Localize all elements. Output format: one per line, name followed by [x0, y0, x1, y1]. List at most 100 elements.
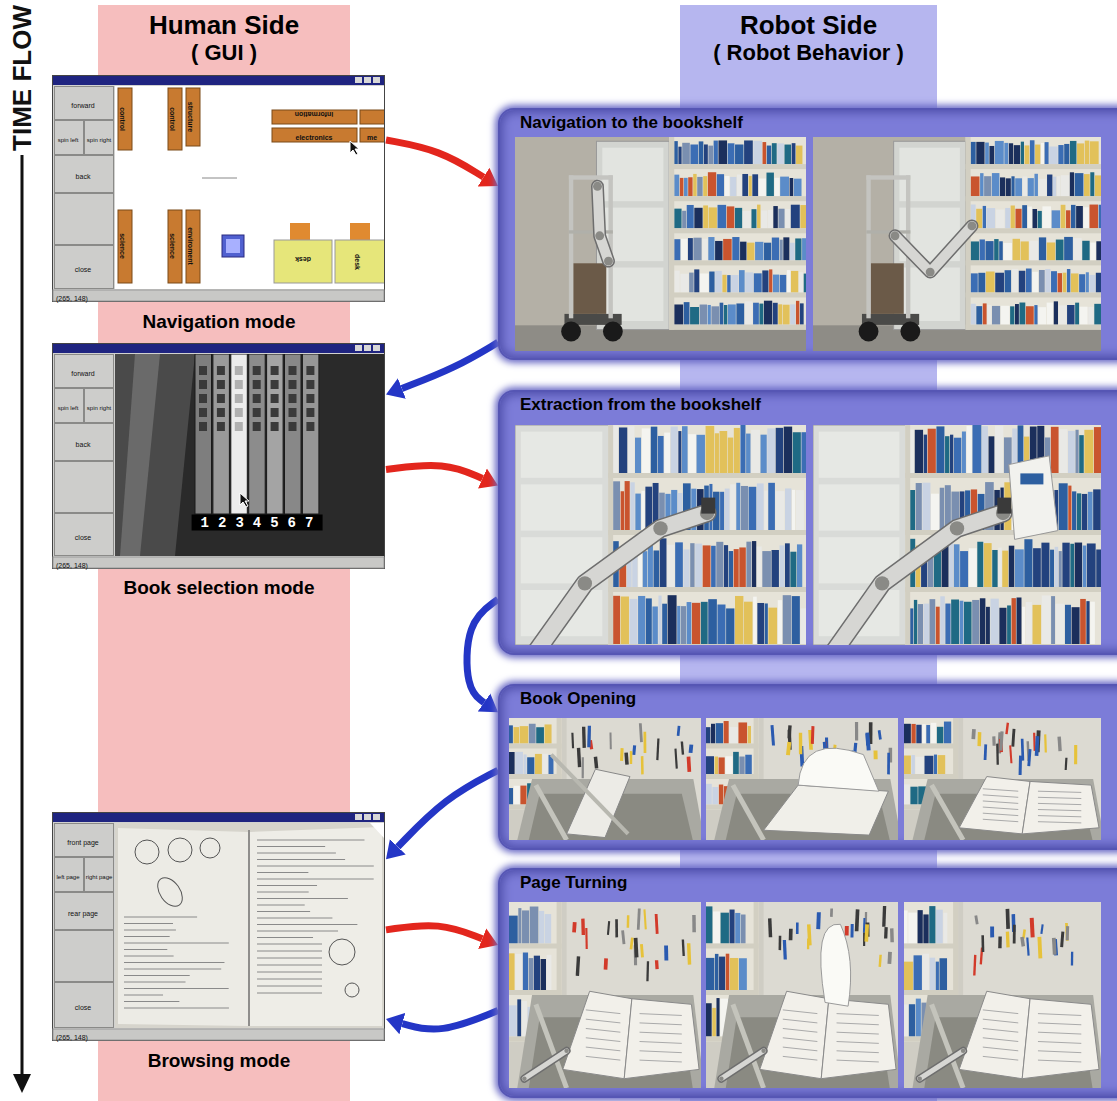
illustration-line — [615, 919, 618, 937]
illustration-line — [976, 916, 977, 925]
illustration-rect — [736, 303, 744, 324]
illustration-rect — [800, 608, 806, 644]
illustration-rect — [1096, 549, 1101, 587]
illustration-line — [124, 995, 163, 996]
illustration-circle — [761, 1049, 766, 1054]
illustration-rect — [1002, 551, 1008, 587]
behavior-panel: Book Opening — [498, 684, 1117, 850]
illustration-rect — [819, 484, 900, 530]
illustration-rect — [987, 208, 996, 228]
illustration-line — [1074, 745, 1077, 764]
illustration-path — [721, 1051, 763, 1079]
illustration-rect — [904, 774, 958, 779]
illustration-rect — [678, 431, 681, 473]
illustration-rect — [720, 492, 724, 530]
illustration-rect — [199, 422, 207, 431]
illustration-rect — [931, 494, 939, 530]
gui-window: Navigation mode — [52, 75, 386, 335]
illustration-line — [609, 732, 611, 749]
illustration-rect — [1064, 237, 1073, 260]
illustration-line — [644, 909, 645, 929]
illustration-line — [816, 912, 821, 929]
illustration-rect — [1039, 237, 1046, 260]
illustration-rect — [745, 301, 753, 324]
illustration-rect — [730, 484, 736, 530]
illustration-rect — [739, 270, 745, 292]
illustration-rect — [1059, 305, 1067, 324]
illustration-rect — [527, 757, 534, 774]
illustration-rect — [780, 177, 789, 197]
illustration-line — [636, 938, 637, 958]
illustration-line — [983, 801, 1018, 803]
illustration-rect — [746, 542, 751, 587]
time-arrow-shaft — [21, 155, 24, 1076]
illustration-path — [821, 924, 851, 1006]
illustration-rect — [776, 428, 783, 473]
illustration-line — [632, 745, 636, 755]
illustration-rect — [195, 354, 212, 514]
illustration-line — [981, 935, 984, 952]
illustration-rect — [1047, 303, 1053, 325]
illustration-rect — [734, 428, 740, 473]
illustration-rect — [980, 173, 983, 196]
illustration-rect — [658, 436, 664, 473]
illustration-rect — [692, 603, 700, 644]
illustration-rect — [753, 303, 759, 325]
illustration-rect — [914, 955, 922, 990]
illustration-line — [257, 986, 322, 987]
illustration-path — [370, 823, 384, 838]
mode-caption: Navigation mode — [142, 311, 295, 335]
illustration-rect — [373, 814, 380, 820]
illustration-rect — [753, 141, 762, 164]
illustration-rect — [335, 240, 384, 283]
illustration-rect — [938, 755, 946, 774]
illustration-line — [631, 938, 632, 950]
illustration-rect — [706, 1003, 712, 1036]
illustration-rect — [737, 175, 742, 197]
illustration-circle — [961, 1049, 966, 1054]
illustration-line — [1038, 1060, 1081, 1062]
gui-screenshot — [52, 343, 386, 570]
illustration-rect — [364, 345, 371, 351]
illustration-rect — [55, 87, 114, 120]
illustration-line — [687, 757, 692, 772]
illustration-rect — [1067, 305, 1074, 325]
illustration-line — [879, 730, 880, 739]
illustration-rect — [729, 551, 733, 587]
illustration-line — [675, 749, 676, 769]
illustration-circle — [595, 231, 604, 240]
illustration-rect — [732, 237, 739, 260]
illustration-line — [1010, 745, 1011, 763]
illustration-line — [837, 1023, 879, 1025]
illustration-rect — [936, 426, 944, 473]
illustration-rect — [709, 272, 714, 293]
illustration-rect — [728, 304, 736, 324]
illustration-rect — [719, 757, 725, 774]
illustration-rect — [997, 498, 1011, 514]
illustration-rect — [509, 752, 515, 774]
illustration-rect — [1068, 486, 1071, 530]
illustration-rect — [795, 238, 801, 260]
illustration-rect — [669, 196, 806, 201]
illustration-rect — [904, 910, 908, 943]
illustration-rect — [712, 787, 718, 804]
photo — [115, 823, 384, 1028]
illustration-rect — [701, 498, 715, 514]
illustration-rect — [762, 551, 771, 587]
illustration-rect — [744, 140, 753, 164]
illustration-circle — [875, 576, 889, 590]
illustration-line — [257, 853, 336, 854]
illustration-rect — [700, 305, 707, 325]
illustration-rect — [709, 207, 717, 228]
illustration-rect — [517, 999, 521, 1036]
illustration-line — [1039, 937, 1040, 958]
illustration-rect — [711, 546, 716, 587]
illustration-line — [788, 742, 789, 755]
illustration-rect — [983, 206, 986, 228]
illustration-rect — [55, 355, 114, 388]
illustration-rect — [608, 425, 613, 645]
illustration-rect — [960, 601, 964, 644]
illustration-rect — [1071, 205, 1076, 228]
illustration-rect — [1084, 174, 1090, 196]
illustration-rect — [918, 604, 923, 644]
